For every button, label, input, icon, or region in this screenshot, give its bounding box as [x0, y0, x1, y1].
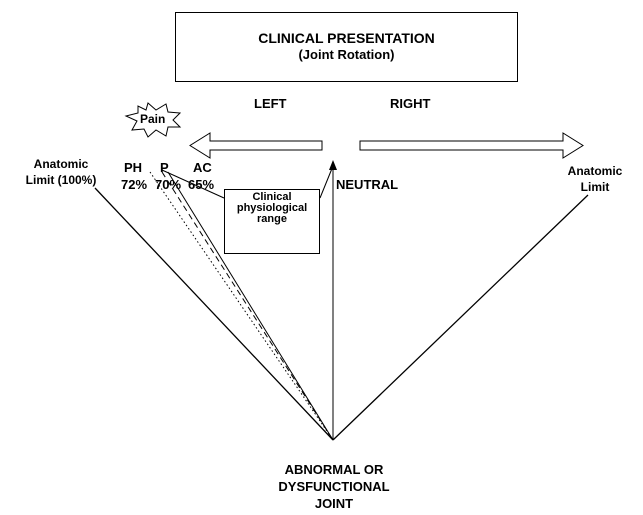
left-arrow-icon — [189, 132, 323, 159]
neutral-arrowhead-icon — [329, 160, 337, 170]
joint-line3: JOINT — [314, 496, 354, 511]
right-arrow-icon — [359, 132, 584, 159]
p-line — [161, 171, 334, 441]
marker-ph-label: PH — [124, 160, 143, 175]
pain-label: Pain — [140, 112, 166, 126]
marker-p-label: P — [160, 160, 169, 175]
range-bracket-left — [161, 169, 225, 199]
right-direction-label: RIGHT — [390, 96, 431, 111]
ac-line — [167, 171, 334, 441]
joint-label: ABNORMAL OR DYSFUNCTIONAL JOINT — [236, 461, 432, 512]
left-limit-line1: Anatomic — [33, 157, 89, 171]
left-limit-label: Anatomic Limit (100%) — [16, 156, 106, 188]
right-limit-line2: Limit — [580, 180, 610, 194]
right-limit-line1: Anatomic — [567, 164, 623, 178]
left-limit-line2: Limit (100%) — [25, 173, 97, 187]
title-box: CLINICAL PRESENTATION (Joint Rotation) — [175, 12, 518, 82]
title-line2: (Joint Rotation) — [298, 47, 395, 62]
left-limit-line — [94, 187, 334, 441]
right-limit-label: Anatomic Limit — [560, 163, 630, 195]
marker-ac-label: AC — [193, 160, 212, 175]
left-direction-label: LEFT — [254, 96, 287, 111]
marker-ac-value: 65% — [188, 177, 215, 192]
marker-ph-value: 72% — [121, 177, 148, 192]
range-bracket-right — [319, 165, 334, 199]
joint-line2: DYSFUNCTIONAL — [278, 479, 390, 494]
marker-p-value: 70% — [155, 177, 182, 192]
clinical-range-box: Clinical physiological range — [224, 189, 320, 254]
title-line1: CLINICAL PRESENTATION — [258, 30, 435, 46]
right-limit-line — [332, 194, 589, 441]
range-line3: range — [257, 213, 287, 225]
pain-starburst-icon — [124, 102, 182, 138]
joint-line1: ABNORMAL OR — [284, 462, 384, 477]
range-line1: Clinical — [252, 191, 292, 203]
range-line2: physiological — [236, 202, 308, 214]
neutral-label: NEUTRAL — [336, 177, 399, 192]
